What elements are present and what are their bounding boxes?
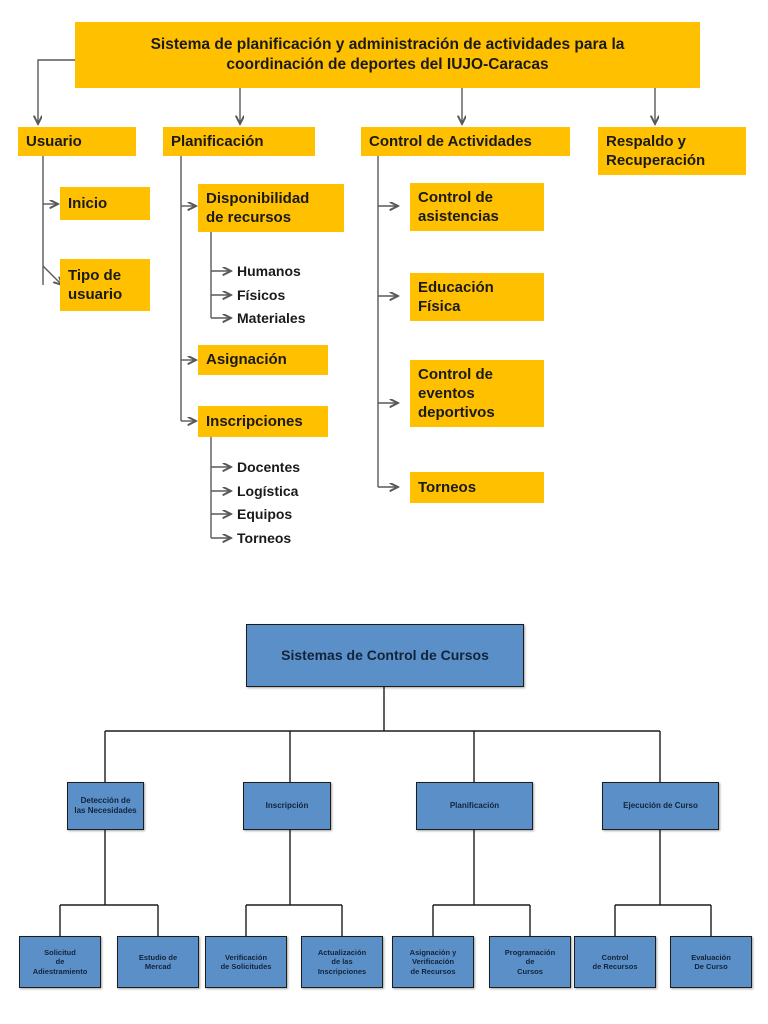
bottom-leaf-programacion-de-cursos-label: Programación de Cursos — [504, 948, 556, 976]
top-branch-usuario[interactable]: Usuario — [18, 127, 136, 156]
top-node-asignacion[interactable]: Asignación — [198, 345, 328, 375]
bottom-leaf-actualizacion-de-las-inscripciones-label: Actualización de las Inscripciones — [317, 948, 367, 976]
bottom-leaf-evaluacion-de-curso-label: Evaluación De Curso — [691, 952, 731, 971]
top-node-torneos[interactable]: Torneos — [410, 472, 544, 503]
bottom-leaf-asignacion-y-verificacion-de-recursos[interactable]: Asignación y Verificación de Recursos — [392, 936, 474, 988]
top-node-control-de-asistencias-label: Control de asistencias — [418, 188, 499, 225]
bottom-leaf-estudio-de-mercad-label: Estudio de Mercad — [138, 952, 178, 971]
top-node-educacion-fisica[interactable]: Educación Física — [410, 273, 544, 321]
bottom-root-label: Sistemas de Control de Cursos — [281, 646, 489, 663]
top-node-inicio-label: Inicio — [68, 194, 108, 212]
bottom-node-planificacion[interactable]: Planificación — [416, 782, 533, 830]
top-node-torneos-label: Torneos — [418, 478, 477, 496]
top-branch-respaldo-y-recuperacion-label: Respaldo y Recuperación — [606, 132, 706, 169]
top-node-control-de-asistencias[interactable]: Control de asistencias — [410, 183, 544, 231]
top-node-disponibilidad-de-recursos[interactable]: Disponibilidad de recursos — [198, 184, 344, 232]
top-branch-control-de-actividades-label: Control de Actividades — [369, 132, 532, 150]
top-node-disponibilidad-de-recursos-label: Disponibilidad de recursos — [206, 189, 310, 226]
bottom-leaf-verificacion-de-solicitudes-label: Verificación de Solicitudes — [220, 952, 272, 971]
top-root-node[interactable]: Sistema de planificación y administració… — [75, 22, 700, 88]
top-node-educacion-fisica-label: Educación Física — [418, 278, 494, 315]
bottom-node-inscripcion-label: Inscripción — [265, 801, 309, 811]
top-branch-planificacion-label: Planificación — [171, 132, 264, 150]
bottom-leaf-solicitud-de-adiestramiento[interactable]: Solicitud de Adiestramiento — [19, 936, 101, 988]
top-node-asignacion-label: Asignación — [206, 351, 287, 369]
top-node-inscripciones[interactable]: Inscripciones — [198, 406, 328, 437]
top-leaf-logistica: Logística — [237, 483, 299, 499]
top-branch-planificacion[interactable]: Planificación — [163, 127, 315, 156]
bottom-node-inscripcion[interactable]: Inscripción — [243, 782, 331, 830]
top-node-inscripciones-label: Inscripciones — [206, 412, 303, 430]
bottom-leaf-evaluacion-de-curso[interactable]: Evaluación De Curso — [670, 936, 752, 988]
top-leaf-equipos: Equipos — [237, 506, 293, 522]
bottom-leaf-programacion-de-cursos[interactable]: Programación de Cursos — [489, 936, 571, 988]
bottom-leaf-asignacion-y-verificacion-de-recursos-label: Asignación y Verificación de Recursos — [409, 948, 457, 976]
bottom-leaf-actualizacion-de-las-inscripciones[interactable]: Actualización de las Inscripciones — [301, 936, 383, 988]
bottom-node-deteccion-de-las-necesidades[interactable]: Detección de las Necesidades — [67, 782, 144, 830]
top-node-control-de-eventos-deportivos[interactable]: Control de eventos deportivos — [410, 360, 544, 427]
bottom-node-ejecucion-de-curso[interactable]: Ejecución de Curso — [602, 782, 719, 830]
top-node-inicio[interactable]: Inicio — [60, 187, 150, 220]
bottom-root-node[interactable]: Sistemas de Control de Cursos — [246, 624, 524, 687]
bottom-node-planificacion-label: Planificación — [449, 801, 500, 811]
top-node-tipo-de-usuario[interactable]: Tipo de usuario — [60, 259, 150, 311]
top-leaf-humanos: Humanos — [237, 263, 301, 279]
bottom-leaf-control-de-recursos[interactable]: Control de Recursos — [574, 936, 656, 988]
top-branch-control-de-actividades[interactable]: Control de Actividades — [361, 127, 570, 156]
top-root-label: Sistema de planificación y administració… — [150, 36, 625, 73]
top-branch-respaldo-y-recuperacion[interactable]: Respaldo y Recuperación — [598, 127, 746, 175]
top-leaf-docentes: Docentes — [237, 459, 301, 475]
top-branch-usuario-label: Usuario — [26, 132, 82, 150]
bottom-node-deteccion-de-las-necesidades-label: Detección de las Necesidades — [74, 796, 137, 815]
bottom-node-ejecucion-de-curso-label: Ejecución de Curso — [623, 801, 698, 811]
top-leaf-torneos: Torneos — [237, 530, 292, 546]
bottom-leaf-solicitud-de-adiestramiento-label: Solicitud de Adiestramiento — [32, 948, 88, 976]
bottom-leaf-estudio-de-mercad[interactable]: Estudio de Mercad — [117, 936, 199, 988]
top-leaf-fisicos: Físicos — [237, 287, 286, 303]
top-node-control-de-eventos-deportivos-label: Control de eventos deportivos — [418, 365, 495, 422]
top-node-tipo-de-usuario-label: Tipo de usuario — [68, 266, 123, 303]
bottom-leaf-control-de-recursos-label: Control de Recursos — [592, 952, 638, 971]
top-leaf-materiales: Materiales — [237, 310, 306, 326]
bottom-leaf-verificacion-de-solicitudes[interactable]: Verificación de Solicitudes — [205, 936, 287, 988]
